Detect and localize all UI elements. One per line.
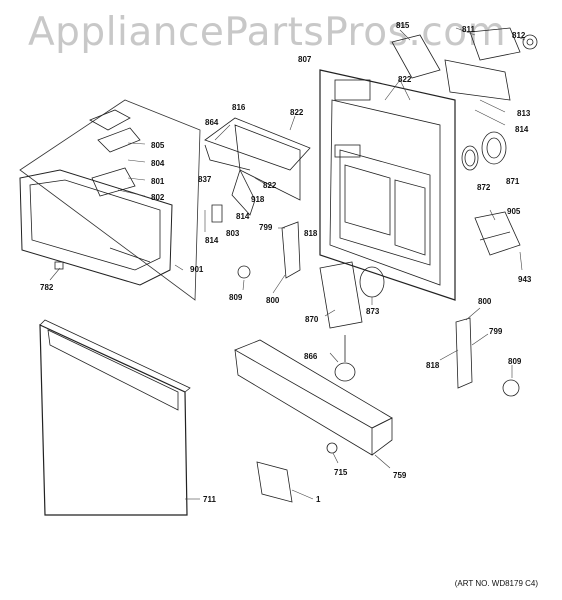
label-870: 870 xyxy=(305,315,319,324)
toe-kick-panel xyxy=(234,339,393,456)
label-864: 864 xyxy=(205,118,219,127)
label-822-c: 822 xyxy=(263,181,277,190)
label-814-b: 814 xyxy=(236,212,250,221)
label-811: 811 xyxy=(462,25,475,34)
label-871: 871 xyxy=(506,177,520,186)
label-807: 807 xyxy=(298,55,312,64)
label-822-a: 822 xyxy=(398,75,412,84)
detergent-dispenser-seals xyxy=(461,131,507,171)
label-822-b: 822 xyxy=(290,108,304,117)
label-905: 905 xyxy=(507,207,521,216)
label-715: 715 xyxy=(334,468,348,477)
label-918: 918 xyxy=(251,195,265,204)
label-800-a: 800 xyxy=(266,296,280,305)
label-816: 816 xyxy=(232,103,246,112)
part-labels: 815 811 812 807 822 813 814 816 822 864 … xyxy=(40,21,532,504)
label-837: 837 xyxy=(198,175,212,184)
label-805: 805 xyxy=(151,141,165,150)
inner-door-panel xyxy=(319,69,456,301)
control-module xyxy=(474,211,521,256)
dispenser-parts xyxy=(391,27,538,101)
label-815: 815 xyxy=(396,21,410,30)
label-711: 711 xyxy=(203,495,216,504)
label-814-c: 814 xyxy=(205,236,219,245)
label-782: 782 xyxy=(40,283,54,292)
label-818-a: 818 xyxy=(304,229,318,238)
leader-lines xyxy=(49,27,526,500)
latch-assembly xyxy=(204,117,311,223)
label-799-a: 799 xyxy=(259,223,273,232)
control-panel-group xyxy=(19,99,201,301)
label-802: 802 xyxy=(151,193,165,202)
art-number: (ART NO. WD8179 C4) xyxy=(454,579,538,588)
label-800-b: 800 xyxy=(478,297,492,306)
watermark-text: AppliancePartsPros.com xyxy=(28,10,507,55)
vent-parts xyxy=(319,261,385,329)
literature-and-screw xyxy=(256,442,338,503)
door-panel xyxy=(39,319,191,516)
label-809-b: 809 xyxy=(508,357,522,366)
label-943: 943 xyxy=(518,275,532,284)
label-818-b: 818 xyxy=(426,361,440,370)
label-804: 804 xyxy=(151,159,165,168)
label-803: 803 xyxy=(226,229,240,238)
hinge-right xyxy=(455,317,520,397)
label-873: 873 xyxy=(366,307,380,316)
label-812: 812 xyxy=(512,31,526,40)
label-809-a: 809 xyxy=(229,293,243,302)
label-872: 872 xyxy=(477,183,491,192)
label-799-b: 799 xyxy=(489,327,503,336)
label-759: 759 xyxy=(393,471,407,480)
label-1: 1 xyxy=(316,495,321,504)
label-866: 866 xyxy=(304,352,318,361)
label-901: 901 xyxy=(190,265,204,274)
hinge-left xyxy=(237,221,301,279)
label-801: 801 xyxy=(151,177,165,186)
vent-valve xyxy=(334,335,356,382)
label-814-a: 814 xyxy=(515,125,529,134)
label-813: 813 xyxy=(517,109,531,118)
